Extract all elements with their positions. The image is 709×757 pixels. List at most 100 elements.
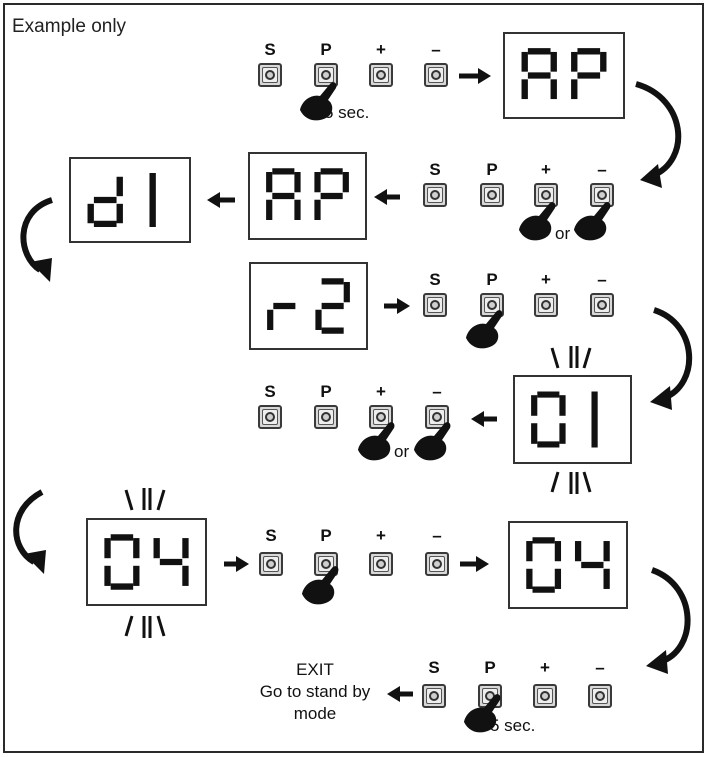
minus-button-label: – [432,526,442,545]
hand-press-icon [414,422,451,461]
p-button [314,405,338,429]
curved-arrow-icon [650,307,693,410]
display-segment [314,199,321,220]
segment-display-glyphs [531,391,598,448]
arrow-right-icon [384,298,410,314]
display-segment [93,196,117,204]
flash-marks-icon [124,488,166,638]
minus-button-label: – [432,382,442,401]
display-segment [571,79,578,100]
display-segment [527,48,551,55]
display-segment [153,538,160,559]
display-segment [182,538,189,559]
s-button [259,552,283,576]
display-segment [273,302,296,310]
plus-button [533,684,557,708]
plus-button [369,405,393,429]
display-segment [294,172,301,193]
exit-label: EXIT [296,660,334,679]
display-step4 [513,375,632,464]
display-segment [267,309,274,330]
s-button [423,183,447,207]
display-segment [526,568,533,589]
minus-button-label: – [595,658,605,677]
hand-press-icon [464,694,501,733]
display-segment [104,538,111,559]
display-segment [149,172,156,228]
display-segment [182,565,189,586]
minus-button [424,63,448,87]
display-segment [87,203,94,224]
hand-press-icon [519,202,556,241]
display-segment [521,51,528,72]
display-segment [603,568,610,589]
arrow-left-icon [207,192,235,208]
display-segment [321,302,344,310]
display-segment [110,583,134,590]
hold-time-label: 5 sec. [490,716,536,735]
curved-arrow-icon [13,489,46,574]
minus-button-label: – [597,270,607,289]
display-segment [554,541,562,562]
display-segment [550,79,557,100]
minus-button [425,552,449,576]
display-segment [603,541,610,562]
display-step3 [249,262,368,350]
display-segment [266,199,273,220]
hand-press-icon [466,310,503,349]
s-button [423,293,447,317]
arrow-left-icon [387,686,413,702]
display-segment [559,423,566,444]
display-segment [550,51,557,72]
display-segment [314,172,321,193]
s-button-label: S [429,160,441,179]
minus-button [590,183,614,207]
display-segment [591,391,598,448]
display-segment [272,168,295,175]
display-step2-right [248,152,367,240]
display-segment [110,534,134,541]
s-button-label: S [264,40,276,59]
display-segment [527,72,551,79]
s-button-label: S [265,526,277,545]
s-button-label: S [428,658,440,677]
display-segment [577,48,601,55]
display-segment [600,51,607,72]
exit-mode-label: mode [293,704,337,723]
display-segment [571,51,578,72]
hand-press-icon [574,202,611,241]
display-segment [93,220,117,228]
segment-display-glyphs [521,48,607,100]
display-step2-left [69,157,191,243]
display-segment [320,168,343,175]
display-segment [133,538,140,559]
plus-button-label: + [376,382,386,401]
display-segment [116,203,123,224]
p-button [314,63,338,87]
display-segment [343,282,350,303]
arrow-left-icon [374,189,400,205]
display-segment [521,79,528,100]
s-button [422,684,446,708]
hold-time-label: 5 sec. [324,103,370,122]
plus-button [369,63,393,87]
display-segment [104,565,111,586]
plus-button [534,293,558,317]
p-button-label: P [320,526,332,545]
p-button-label: P [484,658,496,677]
hand-press-icon [300,82,337,121]
display-segment [321,327,344,334]
display-segment [272,192,295,200]
segment-display-glyphs [87,172,156,228]
s-button [258,63,282,87]
display-step5-right [508,521,628,609]
display-segment [574,541,582,562]
display-segment [294,199,301,220]
p-button [314,552,338,576]
p-button-label: P [320,382,332,401]
p-button-label: P [486,160,498,179]
display-segment [559,395,566,416]
display-segment [342,172,349,193]
display-segment [526,541,533,562]
